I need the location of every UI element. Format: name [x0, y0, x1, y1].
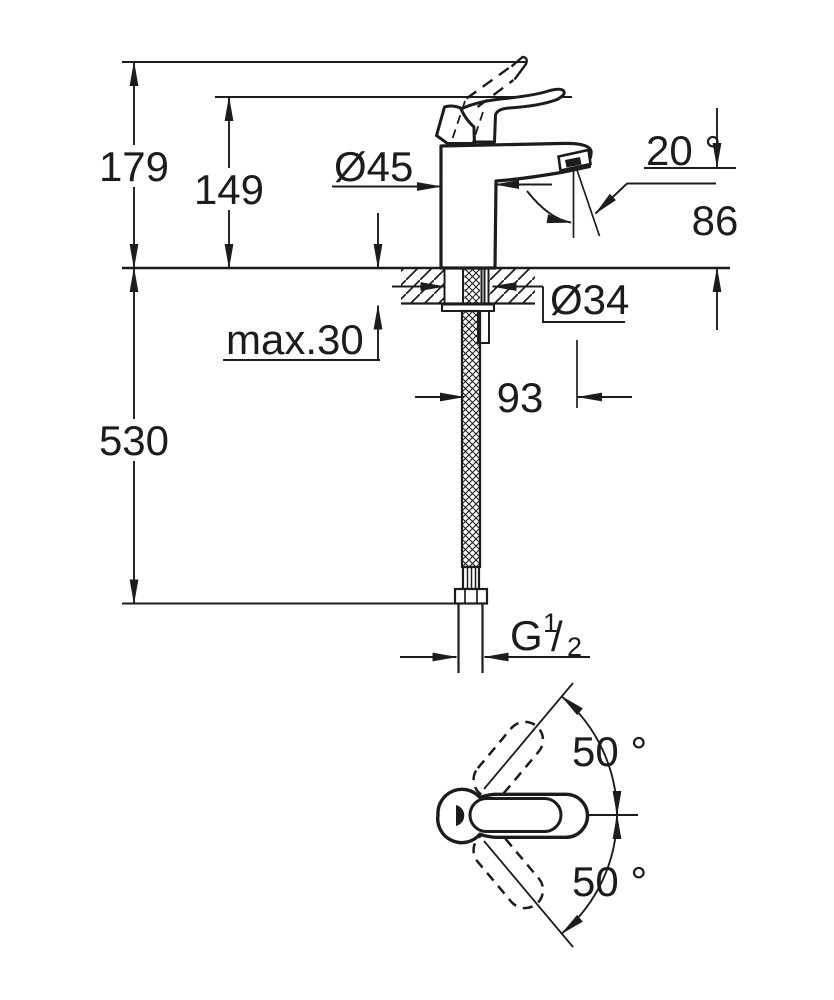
dim-swivel-upper-label: 50 ° [572, 728, 647, 775]
hex-nut-facets [464, 589, 478, 604]
supply-hose [453, 309, 489, 673]
swivel-line-upper [483, 682, 574, 790]
thread-letter: G [510, 612, 543, 659]
dim-spout-reach-label: 93 [497, 374, 544, 421]
dim-handle-height-label: 149 [194, 166, 264, 213]
thread-denominator: 2 [567, 632, 582, 662]
handle-lever-raised [465, 55, 528, 108]
angled-stream-line [576, 169, 601, 237]
dim-swivel-lower-label: 50 ° [572, 858, 647, 905]
faucet-top-view: 50 ° 50 ° [436, 682, 647, 948]
cartridge-dot-icon [456, 805, 465, 826]
dim-hose-length-label: 530 [99, 417, 169, 464]
braided-hose [460, 309, 482, 569]
mounting-hole-walls [443, 268, 490, 304]
angle-arc-arrow [526, 190, 572, 224]
thread-slash: / [551, 613, 563, 660]
dim-outlet-height-label: 86 [692, 197, 739, 244]
dim-hole-diameter-label: Ø34 [550, 276, 629, 323]
handle-lever [459, 87, 566, 144]
angle-leader-arrow [594, 182, 628, 215]
swivel-arc-lower-ext [614, 795, 618, 816]
reference-lines [122, 61, 730, 605]
handle-hidden-edges [451, 100, 484, 143]
faucet-body [435, 55, 593, 270]
dim-max-thickness-label: max.30 [226, 316, 364, 363]
thread-size-label: G 1 / 2 [510, 608, 582, 662]
dim-34-leader [542, 286, 625, 323]
dim-total-height-label: 179 [99, 143, 169, 190]
handle-swivel-upper-dashed [472, 720, 545, 800]
thread-pipe [457, 603, 484, 673]
thread-numerator: 1 [543, 608, 558, 638]
hose-in-shank [464, 268, 480, 303]
text-masks [103, 145, 260, 461]
aerator-outlet-icon [565, 157, 582, 168]
dim-body-diameter-label: Ø45 [334, 143, 413, 190]
faucet-side-view: 179 149 Ø45 20 ° 86 Ø34 max.30 93 530 G … [99, 55, 739, 673]
swivel-arcs [560, 695, 622, 935]
hex-nut [453, 587, 489, 605]
swivel-line-lower [483, 840, 574, 948]
dim-spout-angle-label: 20 ° [646, 127, 721, 174]
crimp-ridges [466, 568, 477, 588]
swivel-arc-lower [560, 814, 622, 935]
